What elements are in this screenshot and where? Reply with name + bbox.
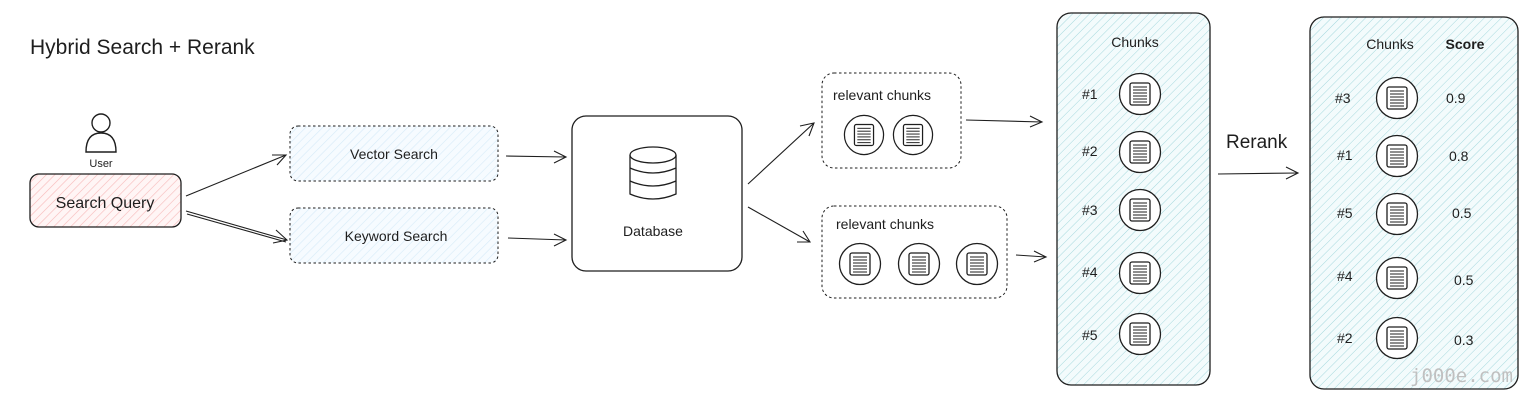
reranked-row: #3 0.9: [1335, 76, 1466, 120]
document-icon: [843, 114, 885, 156]
document-icon: [838, 242, 882, 286]
keyword-to-database-arrow: [507, 233, 568, 247]
reranked-score-header: Score: [1446, 36, 1485, 52]
reranked-score: 0.8: [1449, 148, 1469, 164]
reranked-chunk-id: #4: [1337, 268, 1353, 284]
user-icon: [85, 113, 117, 153]
vector-to-database-arrow: [505, 150, 568, 164]
reranked-chunk-id: #5: [1337, 205, 1353, 221]
document-icon: [1118, 188, 1162, 232]
reranked-chunk-id: #3: [1335, 90, 1351, 106]
document-icon: [955, 242, 999, 286]
query-to-keyword-arrow: [185, 210, 289, 244]
document-icon: [1375, 134, 1419, 178]
chunk-row: #4: [1082, 251, 1162, 295]
keyword-results-group: relevant chunks: [821, 205, 1008, 299]
reranked-chunk-id: #2: [1337, 330, 1353, 346]
chunk-row: #2: [1082, 130, 1162, 174]
rerank-label: Rerank: [1226, 132, 1288, 153]
database-icon: [629, 146, 677, 200]
vector-results-group: relevant chunks: [821, 72, 962, 169]
user-label: User: [89, 158, 113, 170]
document-icon: [1118, 72, 1162, 116]
document-icon: [1375, 316, 1419, 360]
document-icon: [1375, 256, 1419, 300]
reranked-score: 0.5: [1452, 205, 1472, 221]
reranked-chunk-id: #1: [1337, 147, 1353, 163]
chunk-id: #2: [1082, 143, 1098, 159]
chunks-panel-header: Chunks: [1111, 34, 1158, 50]
watermark: j000e.com: [1410, 365, 1513, 387]
search-query-box: Search Query: [29, 173, 182, 228]
keyword-search-box: Keyword Search: [289, 207, 499, 264]
keyword-results-to-chunks-arrow: [1015, 250, 1048, 263]
document-icon: [1118, 130, 1162, 174]
database-label: Database: [623, 223, 683, 239]
database-to-vector-results-arrow: [747, 122, 815, 185]
vector-search-box: Vector Search: [289, 125, 499, 182]
diagram-title: Hybrid Search + Rerank: [30, 36, 255, 59]
reranked-row: #1 0.8: [1337, 134, 1469, 178]
reranked-row: #5 0.5: [1337, 192, 1472, 236]
vector-search-label: Vector Search: [350, 146, 438, 162]
chunk-id: #3: [1082, 202, 1098, 218]
chunks-panel: Chunks #1 #2 #3 #4 #5: [1056, 12, 1211, 386]
database-box: Database: [571, 115, 743, 272]
chunk-row: #3: [1082, 188, 1162, 232]
vector-results-title: relevant chunks: [833, 87, 931, 103]
document-icon: [1118, 251, 1162, 295]
document-icon: [1375, 76, 1419, 120]
query-to-vector-arrow: [185, 154, 288, 197]
keyword-results-title: relevant chunks: [836, 216, 934, 232]
reranked-score: 0.3: [1454, 332, 1474, 348]
reranked-chunks-header: Chunks: [1366, 36, 1413, 52]
rerank-arrow: [1217, 166, 1300, 180]
document-icon: [897, 242, 941, 286]
chunk-row: #5: [1082, 312, 1162, 356]
document-icon: [1118, 312, 1162, 356]
document-icon: [892, 114, 934, 156]
reranked-panel: Chunks Score #3 0.9 #1 0.8 #5 0.5 #4 0.5…: [1309, 16, 1519, 390]
keyword-search-label: Keyword Search: [345, 228, 448, 244]
chunk-row: #1: [1082, 72, 1162, 116]
reranked-score: 0.9: [1446, 90, 1466, 106]
search-query-label: Search Query: [56, 195, 155, 212]
vector-results-to-chunks-arrow: [965, 115, 1044, 128]
reranked-row: #2 0.3: [1337, 316, 1474, 360]
reranked-score: 0.5: [1454, 272, 1474, 288]
chunk-id: #1: [1082, 86, 1098, 102]
chunk-id: #5: [1082, 327, 1098, 343]
chunk-id: #4: [1082, 264, 1098, 280]
reranked-row: #4 0.5: [1337, 256, 1474, 300]
document-icon: [1375, 192, 1419, 236]
database-to-keyword-results-arrow: [747, 206, 812, 243]
